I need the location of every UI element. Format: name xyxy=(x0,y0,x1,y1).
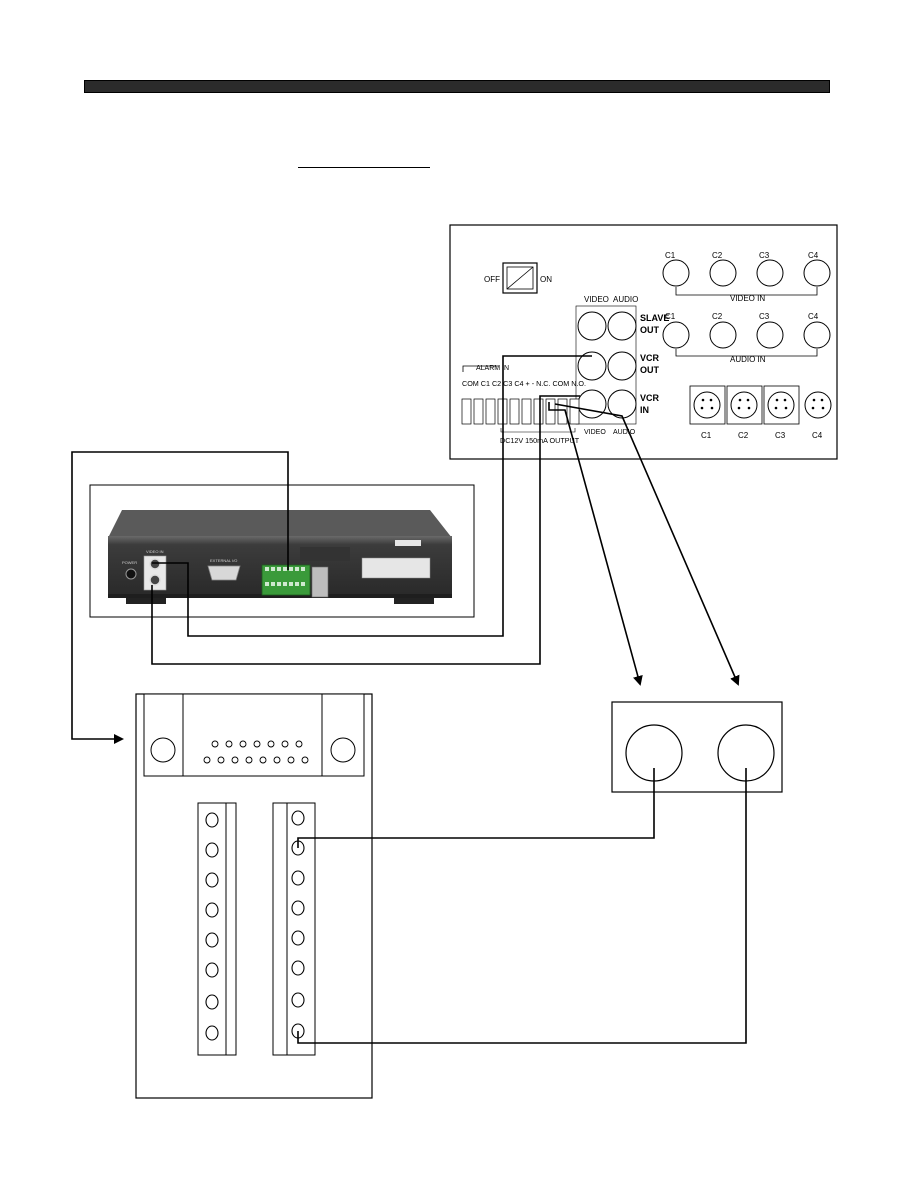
external-device xyxy=(611,701,783,793)
audio-in-c1-jack[interactable] xyxy=(662,321,690,349)
wiring xyxy=(71,355,747,1044)
device-photo: POWER VIDEO IN EXTERNAL I/O xyxy=(89,484,475,618)
photo-power-label: POWER xyxy=(122,560,137,565)
slave-out-video-jack[interactable] xyxy=(577,311,607,341)
db15-screw-right xyxy=(330,737,356,763)
audio-top-label: AUDIO xyxy=(613,295,638,304)
svideo-c4-jack[interactable] xyxy=(804,391,832,419)
wire-ext-left xyxy=(297,768,655,848)
audio-in-c3-label: C3 xyxy=(759,312,770,321)
svideo-c3-label: C3 xyxy=(775,431,786,440)
vcr-out-audio-jack[interactable] xyxy=(607,351,637,381)
video-in-title: VIDEO IN xyxy=(730,294,765,303)
audio-in-c4-jack[interactable] xyxy=(803,321,831,349)
audio-in-group: C1 C2 C3 C4 AUDIO IN xyxy=(662,312,831,364)
video-top-label: VIDEO xyxy=(584,295,609,304)
video-in-c2-label: C2 xyxy=(712,251,723,260)
vcr-out-label-1: VCR xyxy=(640,353,660,363)
svideo-c4-label: C4 xyxy=(812,431,823,440)
power-on-label: ON xyxy=(540,275,552,284)
wire-alarm-2 xyxy=(554,403,740,686)
photo-video-label: VIDEO IN xyxy=(146,549,164,554)
audio-in-title: AUDIO IN xyxy=(730,355,766,364)
svideo-group: C1 C2 C3 C4 xyxy=(689,385,832,440)
left-terminal-strip xyxy=(197,802,237,1056)
slave-out-label-1: SLAVE xyxy=(640,313,669,323)
slave-out-audio-jack[interactable] xyxy=(607,311,637,341)
vcr-in-label-1: VCR xyxy=(640,393,660,403)
title-bar xyxy=(84,80,830,93)
audio-in-c1-label: C1 xyxy=(665,312,676,321)
svideo-c1-jack[interactable] xyxy=(693,391,721,419)
video-in-c3-jack[interactable] xyxy=(756,259,784,287)
vcr-out-video-jack[interactable] xyxy=(577,351,607,381)
photo-db15-connector xyxy=(207,565,241,581)
alarm-io-board xyxy=(135,693,373,1099)
left-terminal-screws[interactable] xyxy=(205,812,219,1041)
video-in-c3-label: C3 xyxy=(759,251,770,260)
right-terminal-strip xyxy=(272,802,316,1056)
video-in-c1-jack[interactable] xyxy=(662,259,690,287)
vcr-out-label-2: OUT xyxy=(640,365,660,375)
svideo-c1-label: C1 xyxy=(701,431,712,440)
audio-bottom-label: AUDIO xyxy=(613,429,636,436)
wire-io-to-board xyxy=(71,451,289,744)
video-in-c2-jack[interactable] xyxy=(709,259,737,287)
vcr-in-label-2: IN xyxy=(640,405,649,415)
svideo-c3-jack[interactable] xyxy=(767,391,795,419)
video-in-c4-label: C4 xyxy=(808,251,819,260)
power-off-label: OFF xyxy=(484,275,500,284)
alarm-in-label: ALARM IN xyxy=(476,365,509,372)
terminal-labels: COM C1 C2 C3 C4 + - N.C. COM N.O. xyxy=(462,379,586,388)
photo-video-in-bnc xyxy=(149,558,161,570)
rear-panel: OFF ON C1 C2 C3 C4 VIDEO IN C1 C2 C3 C4 xyxy=(449,224,838,460)
section-heading-underline xyxy=(298,167,430,168)
video-in-group: C1 C2 C3 C4 VIDEO IN xyxy=(662,251,831,303)
db15-connector xyxy=(143,693,365,777)
vcr-in-video-jack[interactable] xyxy=(577,389,607,419)
photo-external-label: EXTERNAL I/O xyxy=(210,558,237,563)
wire-vcr-out xyxy=(152,355,592,637)
video-in-c4-jack[interactable] xyxy=(803,259,831,287)
audio-in-c2-jack[interactable] xyxy=(709,321,737,349)
audio-in-c3-jack[interactable] xyxy=(756,321,784,349)
video-in-c1-label: C1 xyxy=(665,251,676,260)
photo-vent-grille xyxy=(300,547,350,561)
audio-in-c4-label: C4 xyxy=(808,312,819,321)
svideo-c2-label: C2 xyxy=(738,431,749,440)
slave-out-label-2: OUT xyxy=(640,325,660,335)
wire-alarm-1 xyxy=(548,402,643,686)
db15-screw-left xyxy=(150,737,176,763)
wire-ext-right xyxy=(297,768,747,1044)
svideo-c2-jack[interactable] xyxy=(730,391,758,419)
power-switch[interactable]: OFF ON xyxy=(484,262,552,294)
db15-pins xyxy=(203,740,309,764)
photo-power-jack xyxy=(125,568,137,580)
audio-in-c2-label: C2 xyxy=(712,312,723,321)
photo-video-out-bnc xyxy=(149,574,161,586)
photo-rating-label xyxy=(361,557,431,579)
video-bottom-label: VIDEO xyxy=(584,429,606,436)
wire-vcr-in xyxy=(151,395,580,665)
